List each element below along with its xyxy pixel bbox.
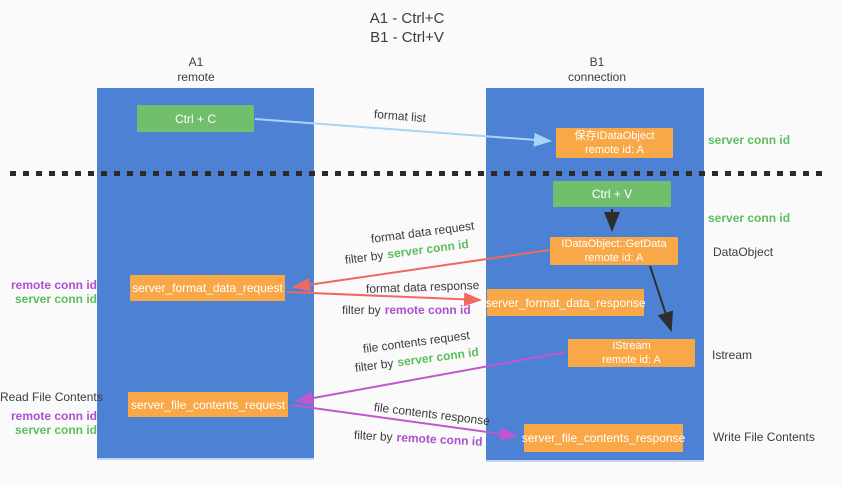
lane-a1-role: remote [177, 70, 215, 84]
file-contents-response-arrow [290, 404, 518, 441]
left-conn-id-group-2: remote conn id server conn id [0, 409, 97, 437]
read-file-contents-annotation: Read File Contents [0, 390, 103, 404]
title-line-2: B1 - Ctrl+V [370, 29, 444, 46]
node-istream-line2: remote id: A [602, 354, 661, 366]
node-file-request-label: server_file_contents_request [130, 397, 286, 412]
server-conn-id-annotation-top: server conn id [708, 133, 791, 147]
node-getdata-line2: remote id: A [584, 252, 644, 264]
node-getdata-line1: IDataObject::GetData [561, 238, 667, 250]
title-line-1: A1 - Ctrl+C [369, 10, 445, 27]
node-idataobject-getdata: IDataObject::GetData remote id: A [550, 237, 678, 265]
node-save-idataobject-line1: 保存IDataObject [574, 130, 655, 142]
lane-header-b1: B1 connection [537, 55, 657, 85]
server-conn-id-annotation-mid: server conn id [708, 211, 791, 225]
format-list-arrow [254, 118, 552, 147]
node-server-format-data-request: server_format_data_request [130, 275, 285, 301]
node-istream-line1: IStream [612, 340, 651, 352]
node-ctrl-c-label: Ctrl + C [174, 111, 216, 126]
node-ctrl-c: Ctrl + C [137, 105, 254, 132]
diagram-title: A1 - Ctrl+C B1 - Ctrl+V [307, 9, 507, 47]
write-file-contents-annotation: Write File Contents [713, 430, 815, 444]
node-server-file-contents-response: server_file_contents_response [521, 424, 686, 452]
read-file-contents-annotation-wrap: Read File Contents [0, 390, 103, 404]
left-conn-id-group-1: remote conn id server conn id [0, 278, 97, 306]
node-ctrl-v: Ctrl + V [553, 181, 671, 207]
server-conn-id-annotation: server conn id [14, 423, 97, 437]
remote-conn-id-annotation: remote conn id [10, 409, 97, 423]
dataobject-annotation: DataObject [713, 245, 774, 259]
node-server-file-contents-request: server_file_contents_request [128, 392, 288, 417]
format-data-response-arrow [286, 291, 482, 307]
lane-a1-name: A1 [188, 55, 204, 69]
remote-conn-id-annotation: remote conn id [10, 278, 97, 292]
node-istream: IStream remote id: A [568, 339, 695, 367]
getdata-to-istream-arrow [649, 265, 673, 332]
node-save-idataobject: 保存IDataObject remote id: A [556, 128, 673, 158]
node-format-request-label: server_format_data_request [132, 281, 283, 295]
remote-conn-id-text: remote conn id [384, 303, 471, 317]
istream-annotation: Istream [712, 348, 753, 362]
format-data-request-arrow [292, 249, 550, 292]
file-contents-request-arrow [295, 351, 567, 406]
filter-by-text: filter by [353, 428, 394, 445]
node-server-format-data-response: server_format_data_response [485, 289, 646, 316]
server-conn-id-annotation: server conn id [14, 292, 97, 306]
phase-divider-line [10, 171, 823, 176]
lane-header-a1: A1 remote [136, 55, 256, 85]
node-file-response-label: server_file_contents_response [521, 431, 686, 445]
node-ctrl-v-label: Ctrl + V [591, 187, 633, 201]
lane-b1-name: B1 [589, 55, 605, 69]
lane-b1-role: connection [567, 70, 627, 84]
node-save-idataobject-line2: remote id: A [585, 144, 644, 156]
node-format-response-label: server_format_data_response [485, 295, 646, 310]
filter-by-text: filter by [342, 303, 381, 317]
